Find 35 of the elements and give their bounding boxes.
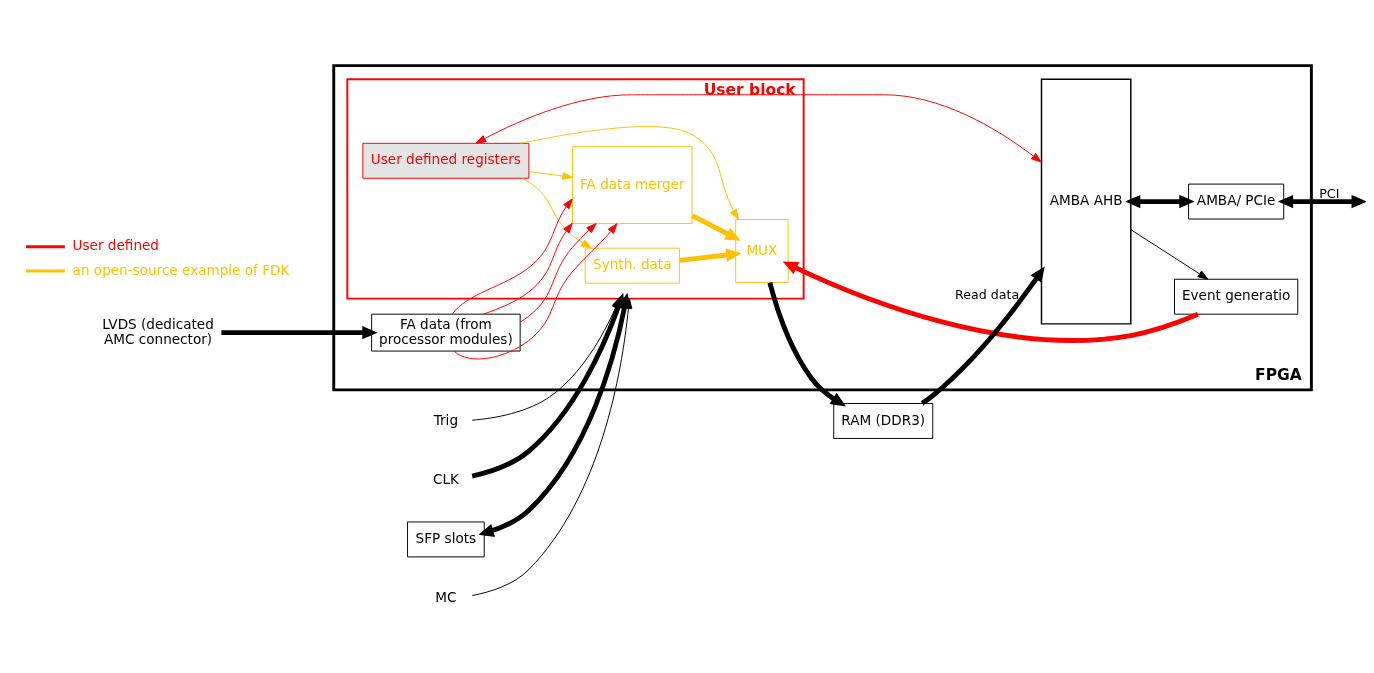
arrow <box>679 247 742 263</box>
legend-label: User defined <box>72 236 159 253</box>
arrow <box>691 212 741 241</box>
arrow <box>519 222 597 323</box>
node-box: FA data (from processor modules) <box>371 313 521 352</box>
node-box: User defined registers <box>362 142 530 179</box>
arrow <box>767 281 846 406</box>
arrow <box>478 292 632 537</box>
arrow <box>520 125 739 220</box>
edge-label: Read data <box>955 286 1020 302</box>
arrow <box>521 177 592 248</box>
arrow <box>1130 228 1209 280</box>
node-box: FA data merger <box>572 145 693 224</box>
node-text: Trig <box>433 411 459 428</box>
node-text: CLK <box>432 470 459 487</box>
arrow <box>528 170 573 180</box>
arrow <box>1125 194 1195 208</box>
arrow <box>475 93 1042 163</box>
arrow <box>221 325 378 339</box>
arrow <box>471 292 625 478</box>
node-box: SFP slots <box>407 520 485 557</box>
node-box: RAM (DDR3) <box>833 402 934 439</box>
node-box: MUX <box>735 218 789 283</box>
node-text: MC <box>435 588 457 605</box>
node-box: AMBA AHB <box>1040 78 1132 325</box>
node-box: AMBA/ PCIe <box>1188 183 1285 220</box>
arrow <box>482 222 573 315</box>
arrow <box>920 266 1045 405</box>
node-box: Event generatio <box>1174 278 1299 315</box>
legend-label: an open-source example of FDK <box>72 261 290 278</box>
node-box: Synth. data <box>584 247 680 284</box>
edge-label: PCI <box>1319 185 1340 201</box>
arrow <box>451 198 573 315</box>
node-text: LVDS (dedicated AMC connector) <box>102 315 214 346</box>
arrow <box>782 261 1199 343</box>
